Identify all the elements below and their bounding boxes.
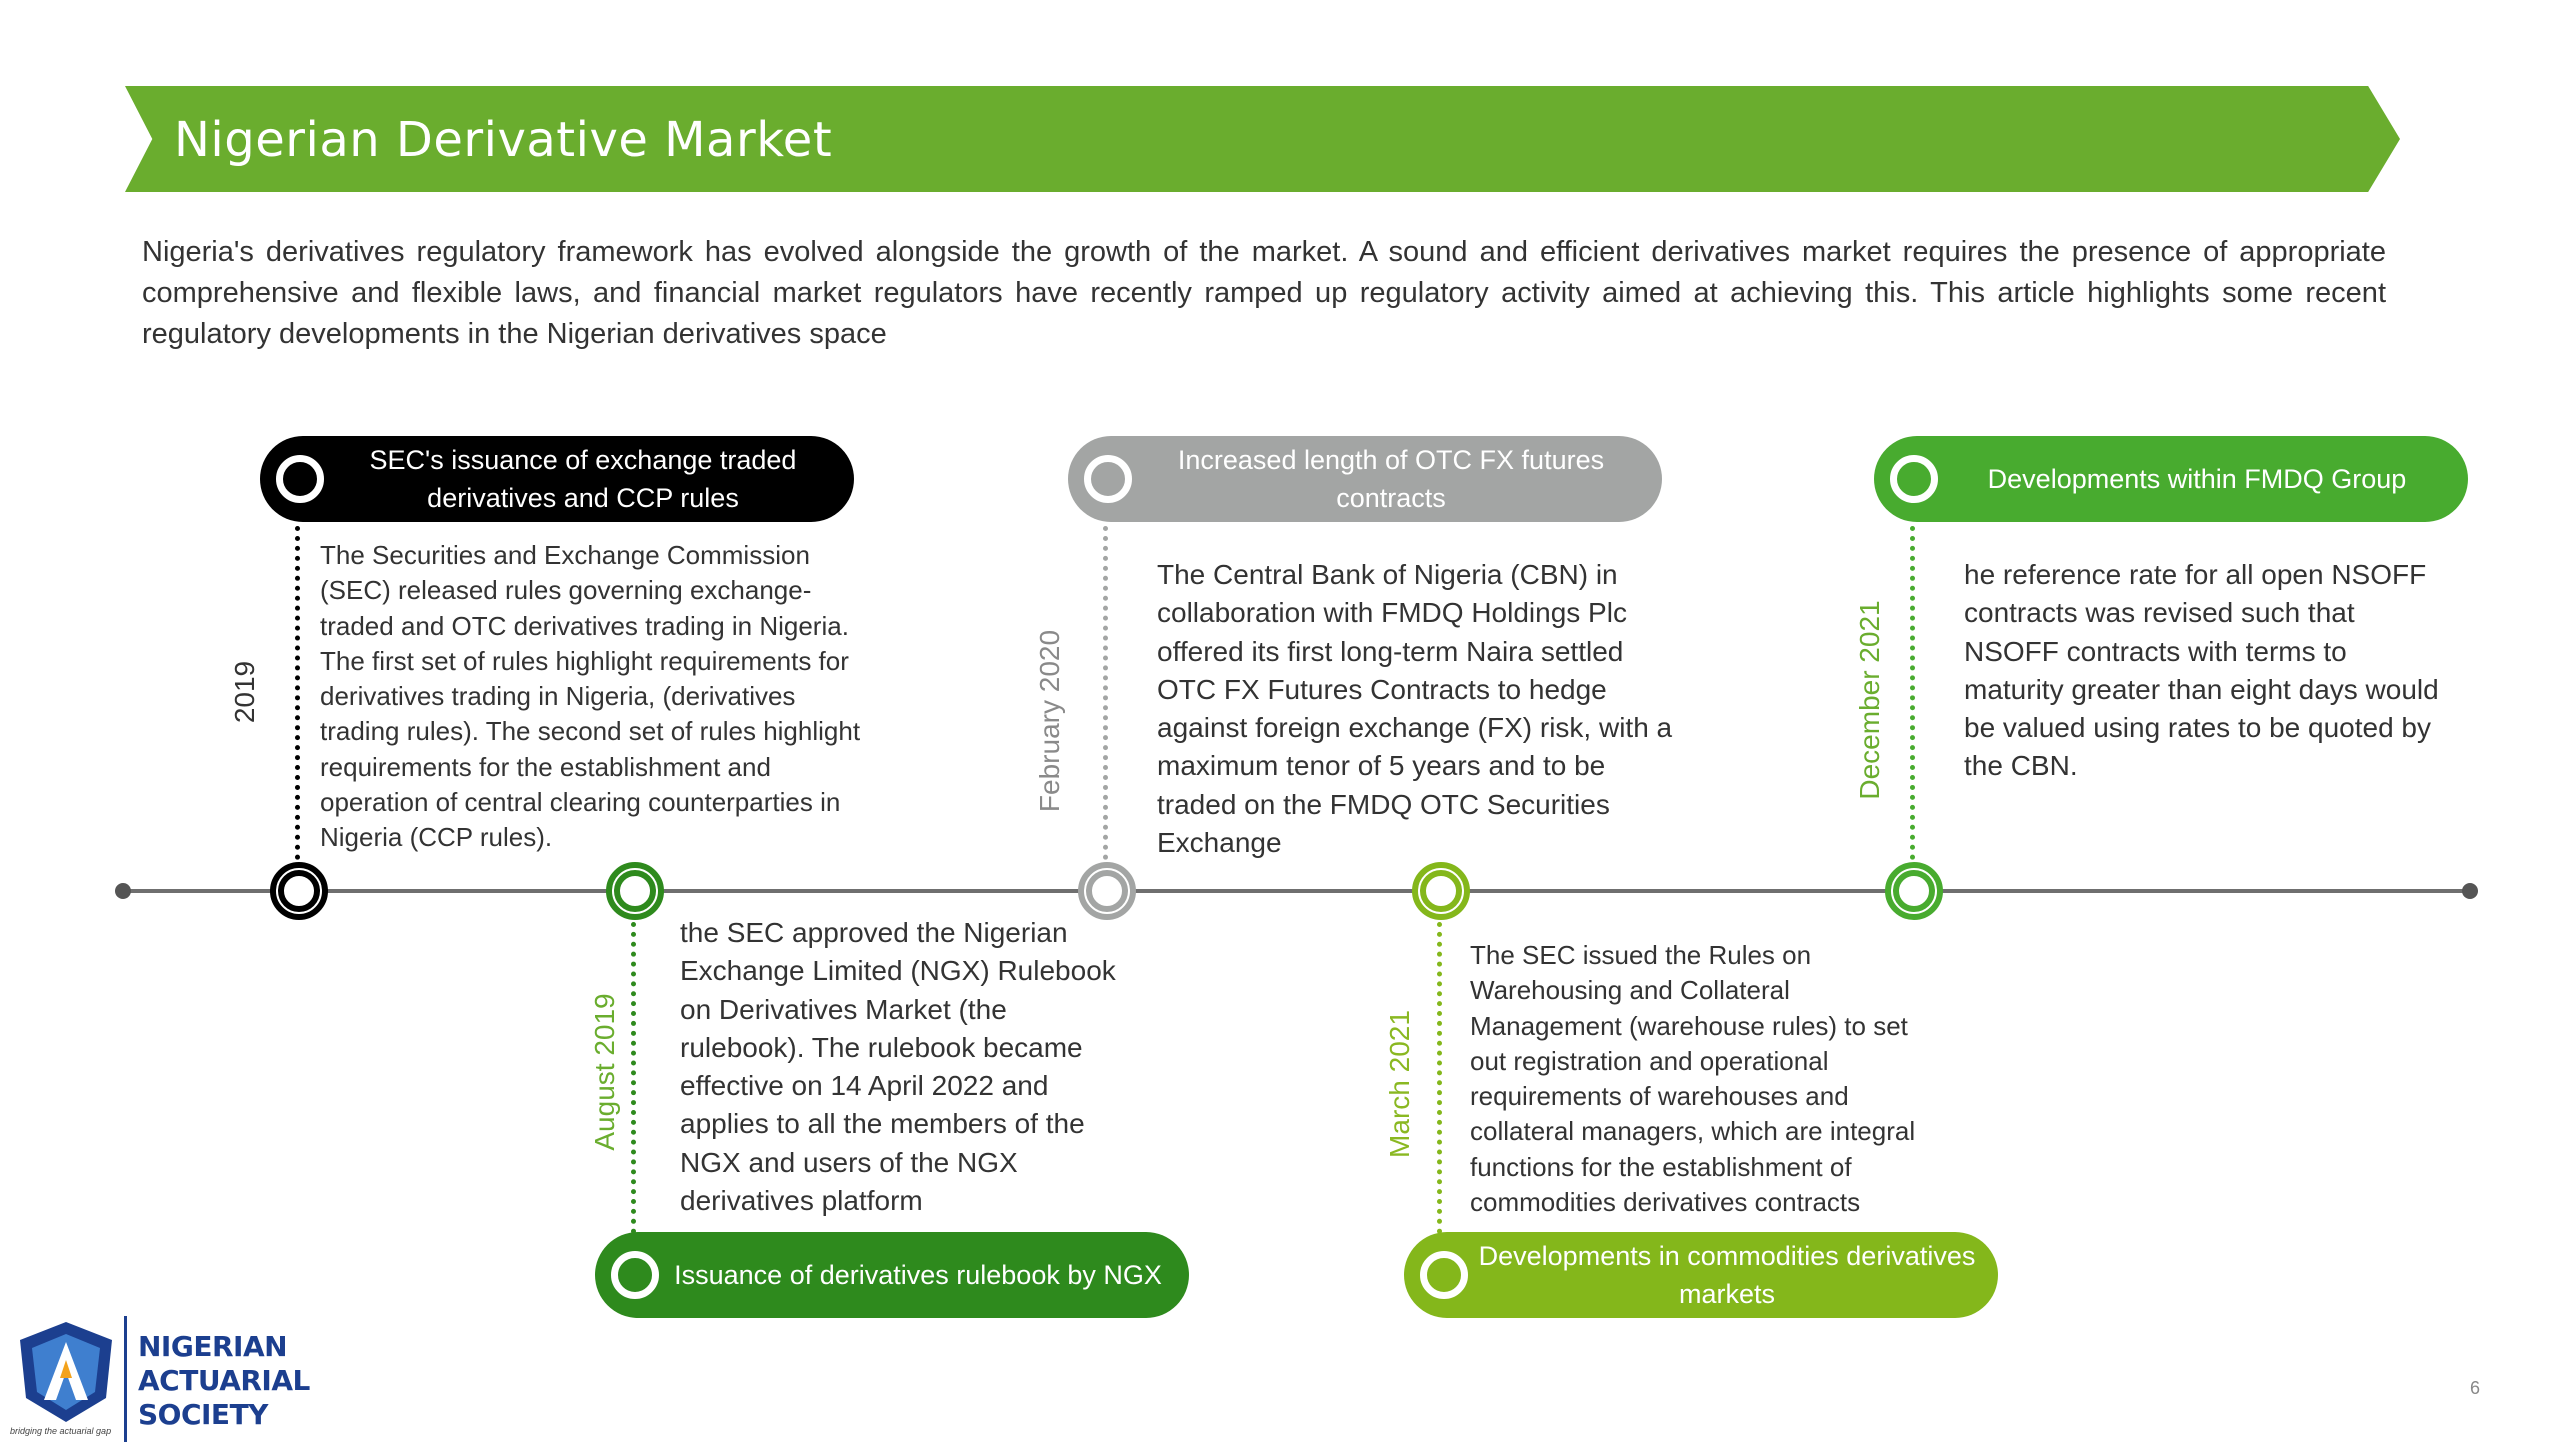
timeline-node-february-2020 (1078, 862, 1136, 920)
timeline-node-2019 (270, 862, 328, 920)
event-title: Increased length of OTC FX futures contr… (1177, 445, 1605, 513)
event-description-march-2021: The SEC issued the Rules on Warehousing … (1470, 940, 1916, 1218)
event-date-february-2020: February 2020 (1034, 629, 1065, 813)
page-title: Nigerian Derivative Market (174, 112, 833, 168)
intro-paragraph: Nigeria's derivatives regulatory framewo… (142, 236, 2386, 350)
event-description-august-2019: the SEC approved the Nigerian Exchange L… (680, 917, 1116, 1217)
event-title-pill-march-2021: Developments in commodities derivatives … (1404, 1232, 1998, 1318)
event-description-february-2020: The Central Bank of Nigeria (CBN) in col… (1157, 559, 1673, 859)
logo-line-2: ACTUARIAL (138, 1364, 310, 1397)
logo-divider (124, 1316, 127, 1442)
timeline-node-december-2021 (1885, 862, 1943, 920)
event-title-pill-december-2021: Developments within FMDQ Group (1874, 436, 2468, 522)
event-title-pill-february-2020: Increased length of OTC FX futures contr… (1068, 436, 1662, 522)
event-title: SEC's issuance of exchange traded deriva… (369, 445, 797, 513)
logo-wordmark: NIGERIAN ACTUARIAL SOCIETY (138, 1330, 310, 1432)
event-date-december-2021: December 2021 (1854, 600, 1885, 800)
event-date-august-2019: August 2019 (589, 993, 620, 1151)
timeline-start-dot (115, 883, 131, 899)
event-title-pill-2019: SEC's issuance of exchange traded deriva… (260, 436, 854, 522)
connector-february-2020 (1103, 526, 1108, 860)
timeline-node-august-2019 (606, 862, 664, 920)
event-description-2019: The Securities and Exchange Commission (… (320, 540, 861, 853)
title-banner (125, 86, 2400, 192)
ring-icon (1084, 455, 1132, 503)
ring-icon (1890, 455, 1938, 503)
event-date-2019: 2019 (229, 660, 260, 724)
connector-december-2021 (1910, 526, 1915, 860)
event-date-march-2021: March 2021 (1384, 1010, 1415, 1158)
connector-march-2021 (1437, 922, 1442, 1234)
connector-2019 (295, 526, 300, 860)
logo-tagline: bridging the actuarial gap (10, 1426, 112, 1436)
ring-icon (1420, 1251, 1468, 1299)
ring-icon (276, 455, 324, 503)
event-title: Developments in commodities derivatives … (1478, 1241, 1976, 1309)
event-title-pill-august-2019: Issuance of derivatives rulebook by NGX (595, 1232, 1189, 1318)
timeline-axis (122, 889, 2470, 893)
ring-icon (611, 1251, 659, 1299)
logo-line-1: NIGERIAN (138, 1330, 288, 1363)
nas-logo-icon (20, 1322, 112, 1422)
event-title: Issuance of derivatives rulebook by NGX (674, 1260, 1162, 1290)
logo-line-3: SOCIETY (138, 1398, 268, 1431)
timeline-end-dot (2462, 883, 2478, 899)
event-description-december-2021: he reference rate for all open NSOFF con… (1964, 559, 2439, 782)
event-title: Developments within FMDQ Group (1987, 464, 2407, 494)
connector-august-2019 (631, 922, 636, 1234)
page-number: 6 (2470, 1378, 2481, 1398)
timeline-node-march-2021 (1412, 862, 1470, 920)
